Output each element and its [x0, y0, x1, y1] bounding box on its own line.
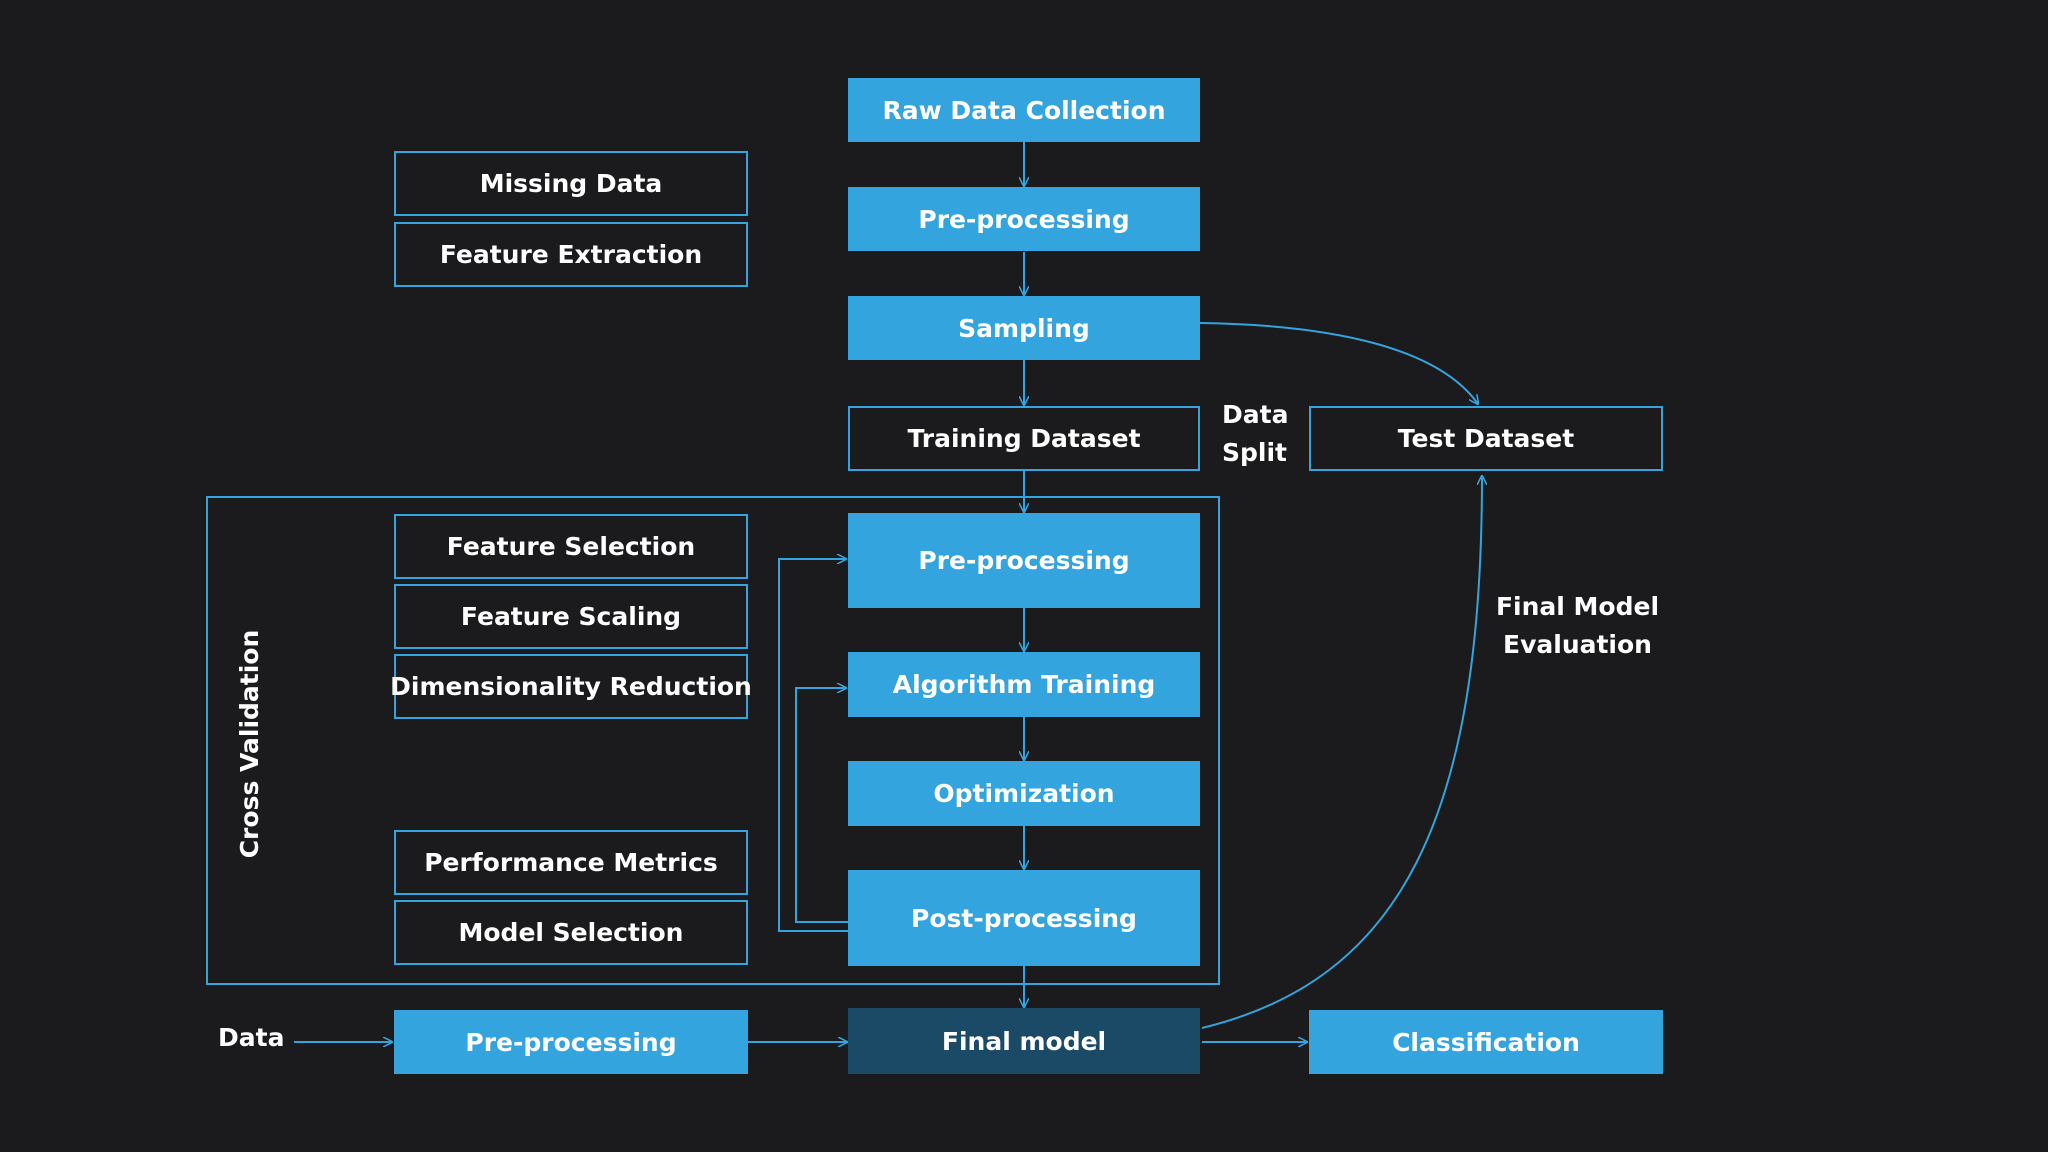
- missing-data-box: Missing Data: [394, 151, 748, 216]
- model-selection-box: Model Selection: [394, 900, 748, 965]
- postprocessing-box: Post-processing: [848, 870, 1200, 966]
- performance-metrics-box: Performance Metrics: [394, 830, 748, 895]
- loop-post-to-algorithm: [795, 688, 848, 923]
- training-dataset-box: Training Dataset: [848, 406, 1200, 471]
- arrow-sampling-to-test: [1199, 322, 1478, 404]
- cross-validation-label: Cross Validation: [235, 629, 264, 859]
- deployment-preprocessing-box: Pre-processing: [394, 1010, 748, 1074]
- data-split-label: Data Split: [1222, 400, 1289, 467]
- final-model-evaluation-label: Final Model Evaluation: [1495, 592, 1660, 659]
- optimization-box: Optimization: [848, 761, 1200, 826]
- dimensionality-reduction-box: Dimensionality Reduction: [390, 654, 752, 719]
- test-dataset-box: Test Dataset: [1309, 406, 1663, 471]
- feature-extraction-box: Feature Extraction: [394, 222, 748, 287]
- algorithm-training-box: Algorithm Training: [848, 652, 1200, 717]
- data-label: Data: [218, 1023, 285, 1052]
- cv-preprocessing-box: Pre-processing: [848, 513, 1200, 608]
- final-model-box: Final model: [848, 1008, 1200, 1074]
- feature-scaling-box: Feature Scaling: [394, 584, 748, 649]
- feature-selection-box: Feature Selection: [394, 514, 748, 579]
- raw-data-collection-box: Raw Data Collection: [848, 78, 1200, 142]
- sampling-box: Sampling: [848, 296, 1200, 360]
- loop-post-to-preprocessing: [778, 559, 848, 932]
- cross-validation-frame: [206, 496, 1220, 985]
- arrow-final-to-test: [1201, 476, 1482, 1029]
- classification-box: Classification: [1309, 1010, 1663, 1074]
- preprocessing-top-box: Pre-processing: [848, 187, 1200, 251]
